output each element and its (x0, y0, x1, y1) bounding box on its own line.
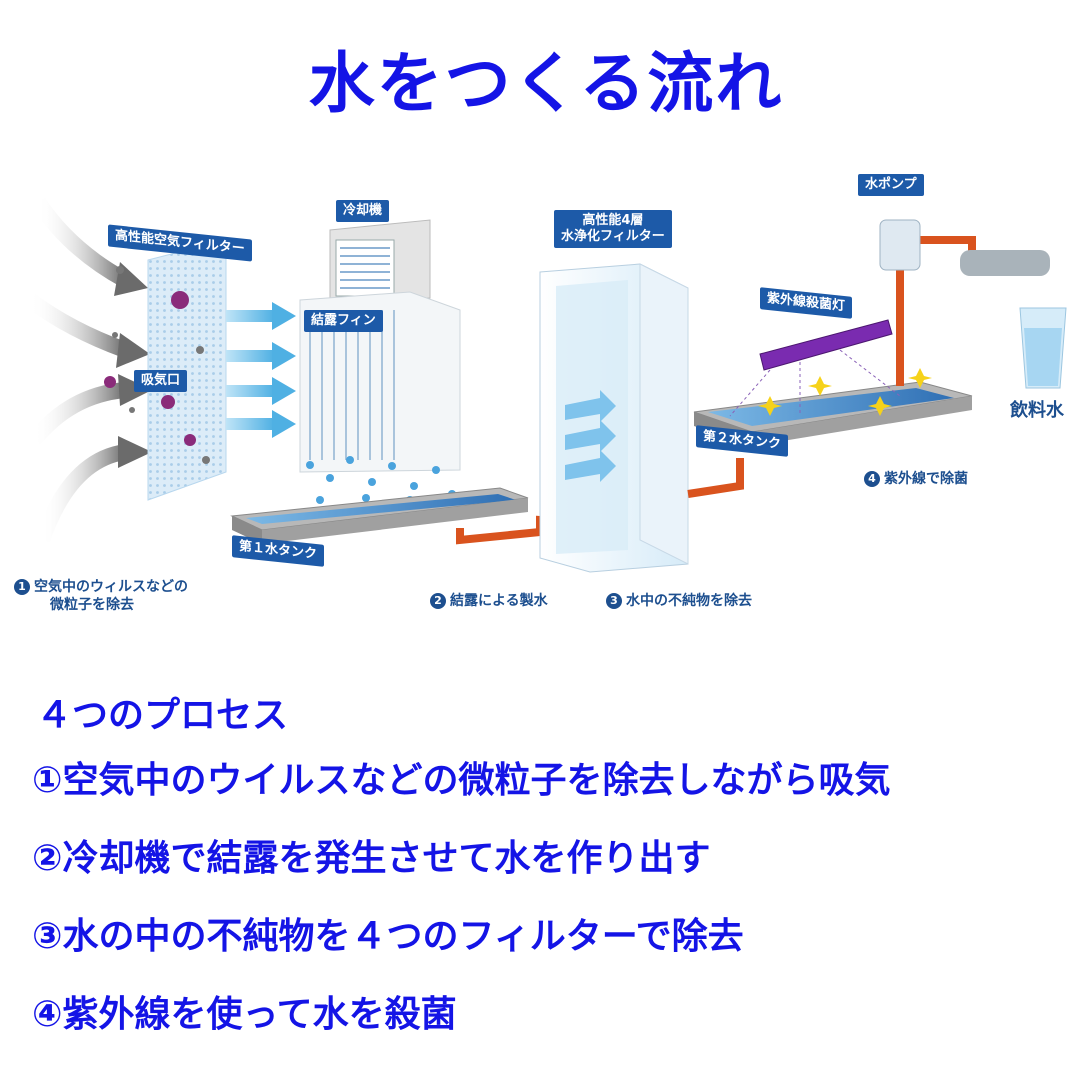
step-2-number: 2 (430, 593, 446, 609)
step-1-text-line2: 微粒子を除去 (50, 597, 134, 613)
uv-lamp (729, 319, 901, 417)
diagram-illustration (25, 197, 1067, 573)
step-2-text: 結露による製水 (450, 593, 548, 609)
step-4-text: 紫外線で除菌 (884, 471, 968, 487)
water-process-diagram: 高性能空気フィルター 吸気口 冷却機 結露フィン 第１水タンク 高性能4層 水浄… (0, 160, 1092, 630)
condensation-fin (299, 291, 461, 473)
tag-pump: 水ポンプ (858, 174, 924, 196)
step-1-text-line1: 空気中のウィルスなどの (34, 579, 188, 595)
tag-water-filter-line2: 水浄化フィルター (561, 229, 665, 244)
filtered-air-arrows (226, 302, 296, 438)
process-item-3: ③水の中の不純物を４つのフィルターで除去 (32, 916, 744, 957)
step-3-number: 3 (606, 593, 622, 609)
step-4-number: 4 (864, 471, 880, 487)
process-item-4: ④紫外線を使って水を殺菌 (32, 994, 457, 1035)
drinking-water-label: 飲料水 (1010, 400, 1064, 421)
tag-water-filter-line1: 高性能4層 (582, 213, 644, 228)
process-heading: ４つのプロセス (36, 695, 289, 736)
process-item-1: ①空気中のウイルスなどの微粒子を除去しながら吸気 (32, 760, 891, 801)
process-list: ４つのプロセス ①空気中のウイルスなどの微粒子を除去しながら吸気 ②冷却機で結露… (32, 690, 1072, 1054)
tag-cooler: 冷却機 (336, 200, 390, 222)
tag-intake: 吸気口 (134, 370, 188, 392)
tag-water-filter: 高性能4層 水浄化フィルター (554, 210, 672, 248)
water-filter (539, 263, 689, 573)
water-pump (879, 219, 1050, 386)
tag-fin: 結露フィン (304, 310, 383, 332)
pipe-2 (687, 458, 744, 498)
process-item-2: ②冷却機で結露を発生させて水を作り出す (32, 838, 711, 879)
tank-1 (230, 487, 529, 544)
sterilization-sparkles (758, 368, 932, 416)
step-3-text: 水中の不純物を除去 (626, 593, 752, 609)
step-1-number: 1 (14, 579, 30, 595)
page-title: 水をつくる流れ (308, 45, 784, 122)
cooler-unit (329, 219, 431, 303)
drinking-glass (1019, 307, 1067, 389)
